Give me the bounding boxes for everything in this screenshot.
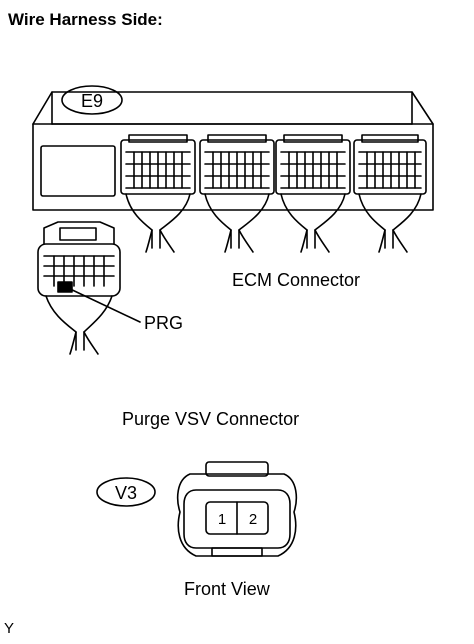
ecm-wire-bundles [125,193,422,253]
prg-leader-line [65,286,141,323]
vsv-code-label: V3 [115,483,137,503]
ecm-socket-group [120,134,427,195]
v3-callout [96,477,156,507]
figure-code: Y [4,620,15,637]
vsv-connector-label: Purge VSV Connector [122,409,300,429]
ecm-blank-cavity [40,145,116,197]
pin-1-label: 1 [218,511,226,528]
diagram-title: Wire Harness Side: [8,10,163,29]
ecm-socket-1 [120,134,196,195]
ecm-socket-2 [199,134,275,195]
pin-2-label: 2 [249,511,257,528]
ecm-code-label: E9 [81,91,103,111]
ecm-socket-3 [275,134,351,195]
v3-front-view-connector [176,461,298,557]
prg-terminal-label: PRG [144,313,184,333]
prg-terminal [57,281,73,293]
e9-callout [61,85,123,115]
ecm-connector [32,91,434,211]
ecm-connector-label: ECM Connector [232,270,361,290]
ecm-socket-4 [353,134,427,195]
front-view-label: Front View [184,579,270,599]
purge-vsv-harness-connector [37,221,121,355]
